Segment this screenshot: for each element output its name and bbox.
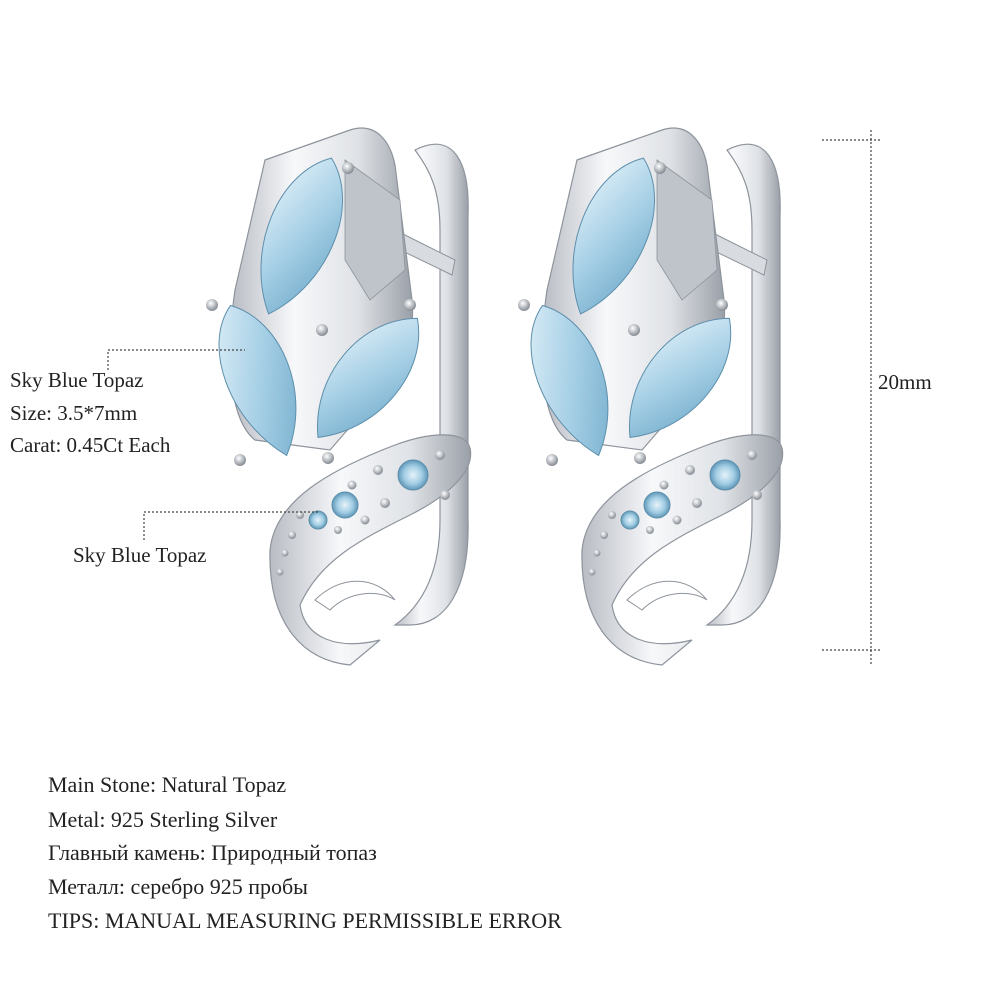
callout-line-main: [107, 349, 245, 370]
earring-right: [515, 127, 784, 666]
spec-main-stone-ru: Главный камень: Природный топаз: [48, 840, 377, 865]
earring-left: [203, 127, 472, 666]
spec-main-stone: Main Stone: Natural Topaz: [48, 772, 287, 797]
main-stone-name: Sky Blue Topaz: [10, 368, 144, 392]
spec-metal-ru: Металл: серебро 925 пробы: [48, 874, 308, 899]
spec-tips: TIPS: MANUAL MEASURING PERMISSIBLE ERROR: [48, 908, 562, 933]
callout-line-side: [143, 511, 320, 540]
side-stone-name: Sky Blue Topaz: [73, 543, 207, 567]
main-stone-carat: Carat: 0.45Ct Each: [10, 433, 171, 457]
spec-metal: Metal: 925 Sterling Silver: [48, 807, 278, 832]
main-stone-size: Size: 3.5*7mm: [10, 401, 138, 425]
height-dimension-label: 20mm: [878, 370, 932, 394]
